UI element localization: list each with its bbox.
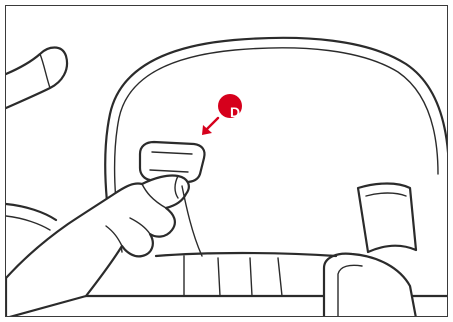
background-finger: [6, 48, 67, 109]
seat-cushion-lines: [156, 253, 336, 296]
seat-side-panel: [6, 204, 56, 230]
harness-strap: [358, 184, 416, 253]
arrow-icon: [202, 118, 218, 135]
callout-badge: D: [223, 100, 247, 124]
illustration-frame: D: [5, 5, 448, 317]
buckle-pad: [324, 254, 416, 317]
installation-illustration: [6, 6, 448, 317]
